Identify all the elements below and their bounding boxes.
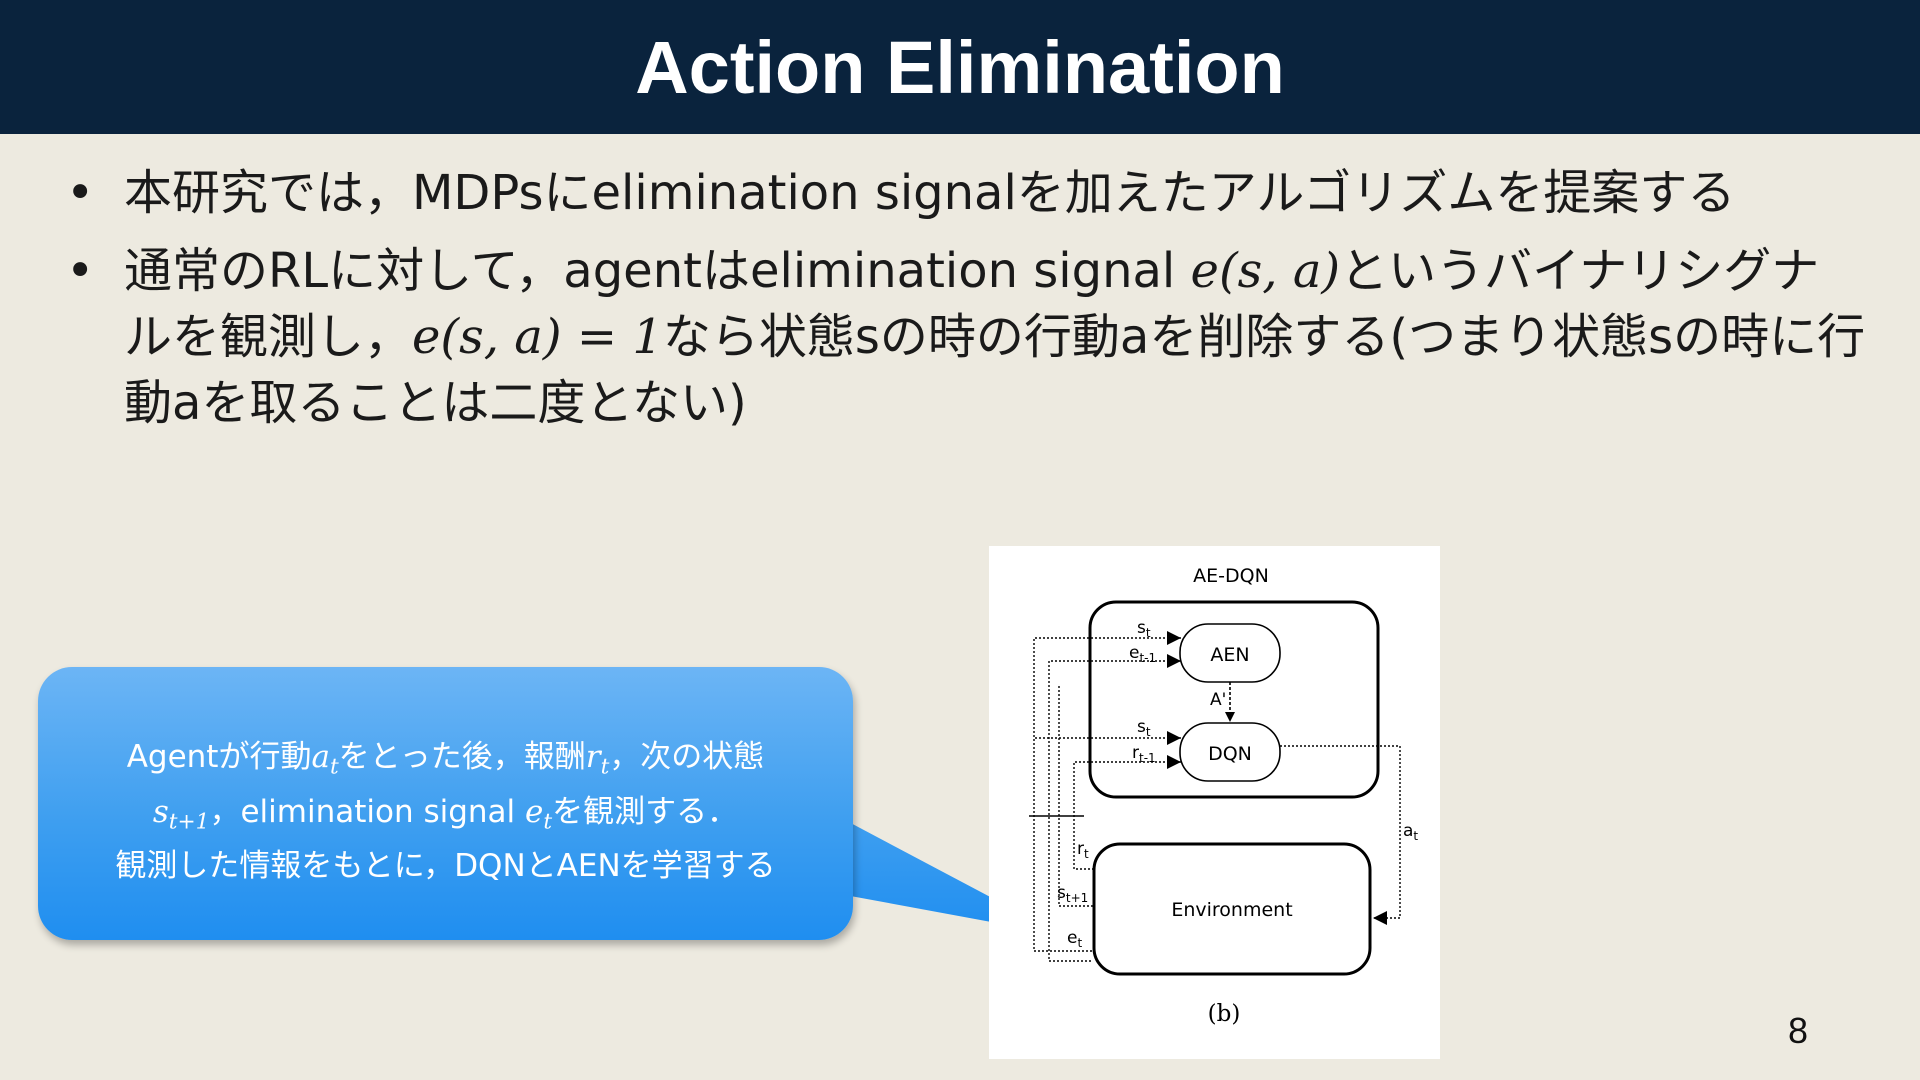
bullet-icon: • [66,243,95,299]
callout-text-part: Agentが行動 [126,739,312,775]
bullet-text: 通常のRLに対して，agentはelimination signal e(s, … [124,243,1865,431]
callout-box: Agentが行動atをとった後，報酬rt，次の状態 st+1，eliminati… [38,667,853,940]
figure-caption: (b) [1208,1001,1241,1027]
label-r-t: rt [1077,839,1089,861]
e-t-1-line [1048,660,1181,962]
label-e-t: et [1067,928,1082,950]
ae-dqn-diagram: AE-DQN (b) AEN DQN Environment A' [989,546,1440,1059]
label-e-t-1: et-1 [1129,643,1156,665]
environment-label: Environment [1171,899,1292,921]
math-e-s-a: e(s, a) [1190,243,1341,299]
math-a-t: at [311,739,338,780]
callout-text-part: をとった後，報酬 [338,739,586,775]
slide-title: Action Elimination [635,26,1285,109]
dqn-node [1179,722,1281,782]
math-e-t: et [525,793,552,835]
diagram-canvas: AE-DQN (b) AEN DQN Environment A' [1029,565,1418,1027]
a-prime-label: A' [1210,690,1226,710]
callout-text-part: を観測する． [552,793,739,830]
bullet-item: • 通常のRLに対して，agentはelimination signal e(s… [66,238,1866,436]
environment-node [1092,842,1372,976]
math-symbol: s [152,793,169,830]
callout-line: 観測した情報をもとに，DQNとAENを学習する [115,848,776,884]
bullet-text-part: というバイナリシグナルを観測し， [124,243,1820,365]
bullet-text-part: 通常のRLに対して，agentはelimination signal [124,243,1191,299]
callout-text-part: ，次の状態 [609,739,765,775]
math-subscript: t+1 [168,809,210,834]
math-e-equals-1: e(s, a) = 1 [412,309,663,365]
math-symbol: r [585,739,601,775]
bullet-text-part: なら状態sの時の行動aを削除する(つまり状態sの時に行動aを取ることは二度とない… [124,309,1866,431]
label-s-t1: st+1 [1057,883,1088,905]
callout-line: Agentが行動atをとった後，報酬rt，次の状態 [48,735,843,790]
bullet-icon: • [66,165,95,221]
bullet-item: • 本研究では，MDPsにelimination signalを加えたアルゴリズ… [66,160,1866,226]
math-s-t1: st+1 [152,793,210,835]
bullet-list: • 本研究では，MDPsにelimination signalを加えたアルゴリズ… [66,160,1866,448]
callout-text: Agentが行動atをとった後，報酬rt，次の状態 st+1，eliminati… [48,735,843,888]
bullet-text: 本研究では，MDPsにelimination signalを加えたアルゴリズムを… [124,165,1736,221]
math-symbol: a [311,739,330,775]
label-a-t: at [1403,821,1418,843]
math-r-t: rt [585,739,610,780]
math-symbol: e [525,793,544,830]
callout-text-part: ，elimination signal [209,793,526,830]
aen-label: AEN [1210,644,1249,666]
diagram-title: AE-DQN [1193,565,1269,587]
callout-line: st+1，elimination signal etを観測する． [48,790,843,845]
page-number: 8 [1787,1010,1809,1051]
math-subscript: t [329,754,339,780]
math-subscript: t [543,809,553,834]
title-bar [0,0,1920,134]
math-subscript: t [600,754,610,780]
label-s-t-dqn: st [1137,717,1151,739]
label-s-t: st [1137,618,1151,640]
s-t-line [1033,637,1181,952]
dqn-label: DQN [1208,743,1252,765]
ae-dqn-container [1088,600,1380,799]
label-r-t-1: rt-1 [1132,743,1156,765]
s-t1-line [1058,686,1093,907]
